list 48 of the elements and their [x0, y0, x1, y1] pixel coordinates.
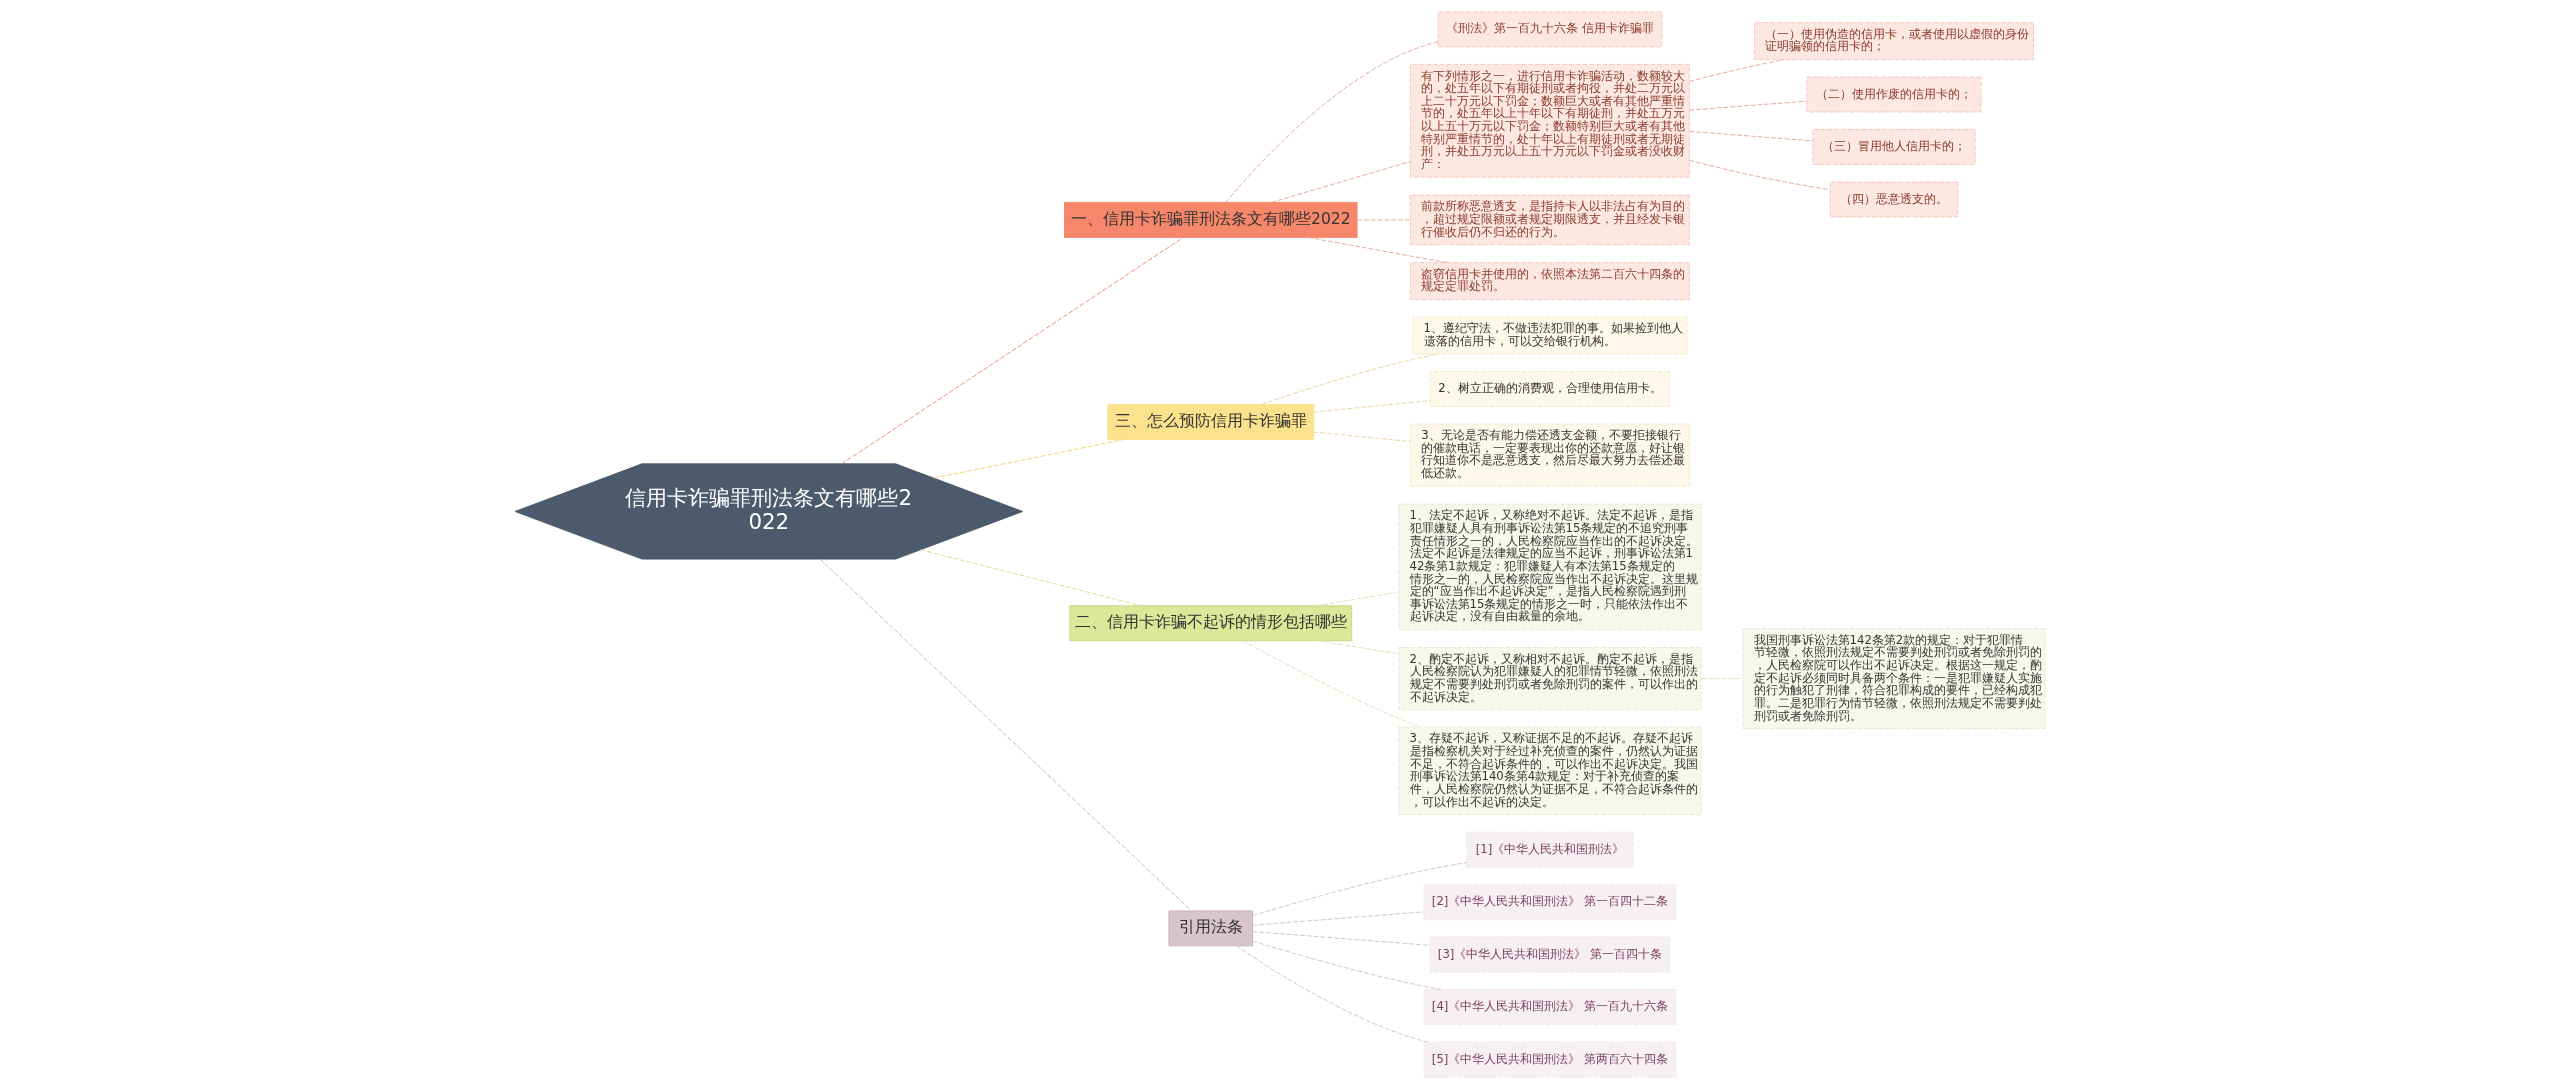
node-box: 1、法定不起诉，又称绝对不起诉。法定不起诉，是指犯罪嫌疑人具有刑事诉讼法第15条规定的不追究刑事责任情形之一的，人民检察院应当作出的不起诉决定。法定不起诉是法律规定的应当不起诉，刑事诉讼法第142条第1款规定：犯罪嫌疑人有本法第15条规定的情形之一的，人民检察院应当作出不起诉决定。这里规定的“应当作出不起诉决定”，是指人民检察院遇到刑事诉讼法第15条规定的情形之一时，只能依法作出不起诉决定，没有自由裁量的余地。	[1398, 503, 1702, 631]
node-box: 我国刑事诉讼法第142条第2款的规定：对于犯罪情节轻微，依照刑法规定不需要判处刑罚或者免除刑罚的，人民检察院可以作出不起诉决定。根据这一规定，酌定不起诉必须同时具备两个条件：一是犯罪嫌疑人实施的行为触犯了刑律，符合犯罪构成的要件，已经构成犯罪。二是犯罪行为情节轻微，依照刑法规定不需要判处刑罚或者免除刑罚。	[1742, 628, 2046, 730]
connector	[1260, 353, 1439, 405]
connector	[819, 558, 1192, 911]
node-box: 2、酌定不起诉，又称相对不起诉。酌定不起诉，是指人民检察院认为犯罪嫌疑人的犯罪情节轻微，依照刑法规定不需要判处刑罚或者免除刑罚的案件，可以作出的不起诉决定。	[1398, 647, 1702, 711]
node-box: 一、信用卡诈骗罪刑法条文有哪些2022	[1064, 201, 1358, 238]
connector	[1252, 911, 1425, 926]
node-box: 前款所称恶意透支，是指持卡人以非法占有为目的，超过规定限额或者规定期限透支，并且经发卡银行催收后仍不归还的行为。	[1410, 194, 1690, 246]
node-box: 2、树立正确的消费观，合理使用信用卡。	[1429, 371, 1670, 407]
connector	[1313, 431, 1411, 442]
connector	[1356, 219, 1411, 221]
node-box: [1]《中华人民共和国刑法》	[1466, 831, 1634, 868]
node-box: 3、存疑不起诉，又称证据不足的不起诉。存疑不起诉是指检察机关对于经过补充侦查的案件，仍然认为证据不足，不符合起诉条件的，可以作出不起诉决定。我国刑事诉讼法第140条第4款规定：对于补充侦查的案件，人民检察院仍然认为证据不足，不符合起诉条件的，可以作出不起诉的决定。	[1398, 726, 1702, 816]
node-box: （二）使用作废的信用卡的；	[1806, 76, 1982, 113]
node-box: [2]《中华人民共和国刑法》 第一百四十二条	[1423, 884, 1677, 921]
node-box: （一）使用伪造的信用卡，或者使用以虚假的身份证明骗领的信用卡的；	[1754, 22, 2034, 61]
connector	[1252, 931, 1431, 946]
node-box: （四）恶意透支的。	[1829, 181, 1959, 218]
connector	[1316, 591, 1400, 607]
node-box: 3、无论是否有能力偿还透支金额，不要拒接银行的催款电话，一定要表现出你的还款意愿，好让银行知道你不是恶意透支，然后尽最大努力去偿还最低还款。	[1410, 423, 1690, 487]
connector	[1689, 100, 1808, 111]
node-box: 有下列情形之一，进行信用卡诈骗活动，数额较大的，处五年以下有期徒刑或者拘役，并处二万元以上二十万元以下罚金；数额巨大或者有其他严重情节的，处五年以上十年以下有期徒刑，并处五万元以上五十万元以下罚金；数额特别巨大或者有其他特别严重情节的，处十年以上有期徒刑或者无期徒刑，并处五万元以上五十万元以下罚金或者没收财产：	[1410, 63, 1690, 178]
connector	[1700, 678, 1744, 680]
connector	[1235, 945, 1429, 1043]
connector	[1317, 640, 1400, 655]
connector	[920, 549, 1142, 607]
connector	[1252, 940, 1442, 991]
connector	[1242, 640, 1421, 728]
connector	[1689, 59, 1785, 82]
node-box: [3]《中华人民共和国刑法》 第一百四十条	[1429, 936, 1671, 973]
node-box: 1、遵纪守法，不做违法犯罪的事。如果捡到他人遗落的信用卡，可以交给银行机构。	[1412, 316, 1688, 355]
connector	[1225, 41, 1439, 203]
node-box: 三、怎么预防信用卡诈骗罪	[1107, 404, 1315, 441]
connector	[1688, 159, 1831, 191]
node-box: 引用法条	[1168, 910, 1254, 947]
node-box: 盗窃信用卡并使用的，依照本法第二百六十四条的规定定罪处罚。	[1410, 262, 1690, 301]
node-box: 《刑法》第一百九十六条 信用卡诈骗罪	[1437, 11, 1663, 48]
node-box: [4]《中华人民共和国刑法》 第一百九十六条	[1423, 989, 1677, 1026]
node-box: [5]《中华人民共和国刑法》 第两百六十四条	[1423, 1041, 1677, 1078]
connector	[1270, 161, 1411, 203]
connector	[933, 439, 1124, 479]
connector	[1313, 400, 1431, 413]
connector	[841, 237, 1184, 465]
connector	[1307, 236, 1448, 264]
connector	[1689, 130, 1814, 142]
node-box: （三）冒用他人信用卡的；	[1812, 129, 1976, 165]
connector	[1252, 862, 1468, 917]
node-box: 二、信用卡诈骗不起诉的情形包括哪些	[1069, 605, 1353, 642]
